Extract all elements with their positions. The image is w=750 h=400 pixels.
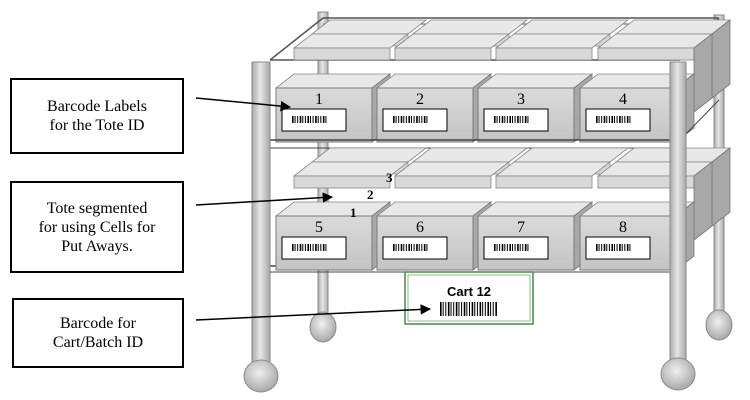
arrow-cart-id — [195, 304, 432, 321]
tote-top — [476, 73, 594, 89]
tote-back-top — [310, 147, 428, 163]
segment-label-3: 3 — [386, 170, 393, 185]
tote-barcode-label — [281, 108, 347, 132]
arrow-segmented — [195, 192, 334, 206]
callout-segmented: Tote segmented for using Cells for Put A… — [10, 181, 184, 273]
top-tote-row: 1 2 3 4 — [274, 73, 696, 143]
tote: 4 — [578, 73, 696, 143]
tote-barcode-label — [483, 236, 549, 260]
tote-back-front — [495, 47, 593, 61]
tote-back-front — [293, 47, 391, 61]
tote-back-front — [495, 175, 593, 189]
tote-top — [375, 73, 493, 89]
barcode-icon — [494, 116, 529, 123]
tote: 6 — [375, 201, 493, 271]
barcode-icon — [393, 116, 428, 123]
segment-label-1: 1 — [350, 205, 357, 220]
tote-number: 6 — [416, 219, 424, 236]
tote-top — [375, 201, 493, 217]
wheel — [660, 357, 696, 391]
tote-top — [476, 201, 594, 217]
tote-top — [274, 73, 392, 89]
tote-back-front — [394, 47, 492, 61]
tote-barcode-label — [585, 236, 651, 260]
callout-arrows — [195, 97, 432, 321]
tote: 1 — [274, 73, 392, 143]
tote-back-top — [614, 19, 732, 35]
tote-number: 5 — [315, 219, 323, 236]
tote-back-top — [512, 147, 630, 163]
tote-back-top — [494, 161, 612, 177]
tote-barcode-label — [382, 236, 448, 260]
tote-back-top — [310, 19, 428, 35]
tote-back-top — [512, 19, 630, 35]
tote-number: 7 — [517, 219, 525, 236]
tote-back-top — [393, 161, 511, 177]
tote-top — [274, 201, 392, 217]
top-tote-back-rows — [292, 19, 732, 113]
tote-barcode-label — [585, 108, 651, 132]
tote-number: 3 — [517, 91, 525, 108]
tote-back-front — [597, 47, 695, 61]
tote-back-top — [292, 33, 410, 49]
tote-side — [693, 161, 713, 241]
callout-tote-id: Barcode Labels for the Tote ID — [10, 78, 184, 154]
cart-barcode-icon — [440, 302, 497, 316]
wheel — [705, 309, 733, 341]
tote-side — [711, 19, 731, 99]
callout-segmented-text: Tote segmented for using Cells for Put A… — [38, 199, 156, 255]
tote-barcode-label — [382, 108, 448, 132]
tote-side — [693, 33, 713, 113]
bottom-tote-row: 5 6 7 8 — [274, 201, 696, 271]
tote-number: 4 — [619, 91, 627, 108]
tote-back-top — [411, 147, 529, 163]
tote: 7 — [476, 201, 594, 271]
tote-back-front — [293, 175, 391, 189]
tote-side — [711, 147, 731, 227]
cart-barcode-bars — [440, 302, 497, 316]
barcode-icon — [292, 244, 327, 251]
barcode-icon — [494, 244, 529, 251]
cart-label-title: Cart 12 — [447, 284, 491, 299]
tote-back-top — [393, 33, 511, 49]
tote: 2 — [375, 73, 493, 143]
tote-number: 8 — [619, 219, 627, 236]
segment-label-2: 2 — [367, 187, 374, 202]
tote-number: 1 — [315, 91, 323, 108]
tote-barcode-label — [281, 236, 347, 260]
tote-back-top — [494, 33, 612, 49]
wheel — [243, 359, 279, 393]
arrow-tote-id — [195, 97, 292, 112]
barcode-icon — [393, 244, 428, 251]
front-frame — [243, 61, 733, 393]
tote-back-top — [596, 33, 714, 49]
callout-cart-id: Barcode for Cart/Batch ID — [12, 298, 184, 368]
barcode-icon — [292, 116, 327, 123]
cart-barcode-label: Cart 12 — [404, 271, 534, 325]
callout-cart-id-text: Barcode for Cart/Batch ID — [52, 315, 144, 351]
tote: 3 — [476, 73, 594, 143]
segment-labels: 1 2 3 — [350, 170, 393, 220]
callout-tote-id-text: Barcode Labels for the Tote ID — [47, 98, 147, 134]
tote-back-front — [394, 175, 492, 189]
bottom-tote-back-rows — [292, 147, 732, 241]
tote-number: 2 — [416, 91, 424, 108]
barcode-icon — [596, 244, 631, 251]
tote-barcode-label — [483, 108, 549, 132]
barcode-icon — [596, 116, 631, 123]
tote-back-top — [596, 161, 714, 177]
tote: 5 — [274, 201, 392, 271]
tote-back-top — [411, 19, 529, 35]
